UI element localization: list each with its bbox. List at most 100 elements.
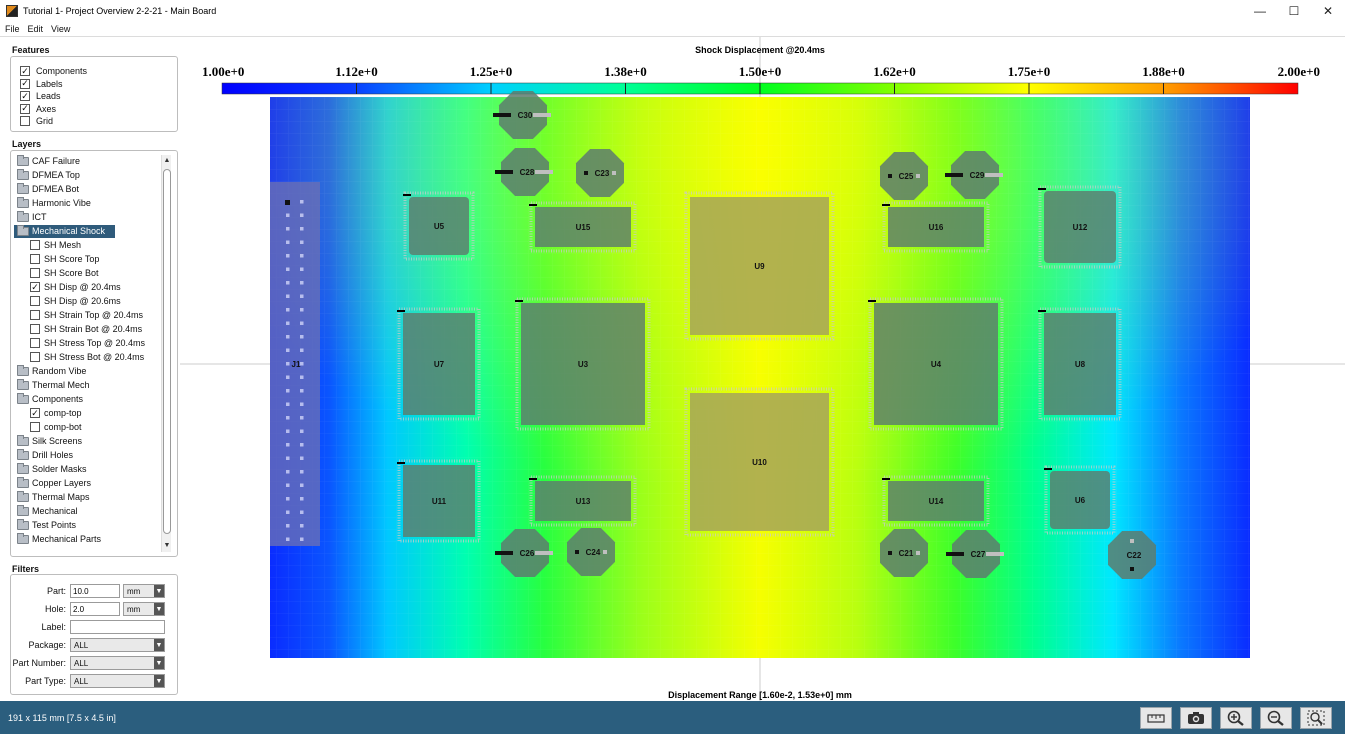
checkbox-icon[interactable] bbox=[30, 324, 40, 334]
layer-item[interactable]: Mechanical bbox=[14, 504, 164, 518]
component-c25[interactable]: C25 bbox=[880, 152, 928, 200]
checkbox-icon[interactable] bbox=[20, 78, 30, 89]
checkbox-icon[interactable] bbox=[30, 422, 40, 432]
layer-item[interactable]: SH Stress Top @ 20.4ms bbox=[14, 336, 164, 350]
layer-item[interactable]: Mechanical Shock bbox=[14, 224, 164, 238]
checkbox-icon[interactable] bbox=[30, 352, 40, 362]
layer-item[interactable]: SH Mesh bbox=[14, 238, 164, 252]
layer-item[interactable]: SH Disp @ 20.4ms bbox=[14, 280, 164, 294]
scroll-thumb[interactable] bbox=[163, 169, 171, 534]
checkbox-icon[interactable] bbox=[30, 268, 40, 278]
checkbox-icon[interactable] bbox=[30, 408, 40, 418]
zoom-in-button[interactable] bbox=[1220, 707, 1252, 729]
checkbox-icon[interactable] bbox=[30, 240, 40, 250]
checkbox-icon[interactable] bbox=[20, 103, 30, 114]
zoom-fit-button[interactable] bbox=[1300, 707, 1332, 729]
checkbox-icon[interactable] bbox=[20, 116, 30, 127]
maximize-button[interactable]: ☐ bbox=[1288, 4, 1300, 18]
component-c23[interactable]: C23 bbox=[576, 149, 624, 197]
checkbox-icon[interactable] bbox=[30, 338, 40, 348]
component-label: C22 bbox=[1127, 551, 1142, 560]
component-c28[interactable]: C28 bbox=[495, 148, 553, 196]
layer-item[interactable]: comp-bot bbox=[14, 420, 164, 434]
component-c29[interactable]: C29 bbox=[945, 151, 1003, 199]
package-select[interactable]: ALL ▼ bbox=[70, 638, 165, 652]
checkbox-icon[interactable] bbox=[30, 254, 40, 264]
layer-item[interactable]: Silk Screens bbox=[14, 434, 164, 448]
component-u5[interactable]: U5 bbox=[403, 191, 475, 261]
screenshot-button[interactable] bbox=[1180, 707, 1212, 729]
component-u13[interactable]: U13 bbox=[529, 475, 637, 527]
component-c27[interactable]: C27 bbox=[946, 530, 1004, 578]
component-u12[interactable]: U12 bbox=[1038, 185, 1122, 269]
component-u11[interactable]: U11 bbox=[397, 459, 481, 543]
component-u14[interactable]: U14 bbox=[882, 475, 990, 527]
component-u7[interactable]: U7 bbox=[397, 307, 481, 421]
layer-item[interactable]: Copper Layers bbox=[14, 476, 164, 490]
checkbox-icon[interactable] bbox=[20, 91, 30, 102]
layer-item[interactable]: CAF Failure bbox=[14, 154, 164, 168]
part-type-select[interactable]: ALL ▼ bbox=[70, 674, 165, 688]
feature-grid[interactable]: Grid bbox=[20, 115, 87, 128]
layer-item[interactable]: DFMEA Top bbox=[14, 168, 164, 182]
menu-edit[interactable]: Edit bbox=[27, 24, 44, 34]
minimize-button[interactable]: — bbox=[1254, 4, 1266, 18]
component-c30[interactable]: C30 bbox=[493, 91, 551, 139]
component-u8[interactable]: U8 bbox=[1038, 307, 1122, 421]
scroll-down-icon[interactable]: ▼ bbox=[163, 542, 171, 549]
component-c24[interactable]: C24 bbox=[567, 528, 615, 576]
scroll-up-icon[interactable]: ▲ bbox=[163, 157, 171, 164]
checkbox-icon[interactable] bbox=[30, 296, 40, 306]
zoom-out-button[interactable] bbox=[1260, 707, 1292, 729]
feature-axes[interactable]: Axes bbox=[20, 103, 87, 116]
layer-item[interactable]: Drill Holes bbox=[14, 448, 164, 462]
layers-scrollbar[interactable]: ▲ ▼ bbox=[161, 155, 171, 552]
layer-item[interactable]: Thermal Maps bbox=[14, 490, 164, 504]
layer-item[interactable]: comp-top bbox=[14, 406, 164, 420]
layer-item[interactable]: Components bbox=[14, 392, 164, 406]
component-u15[interactable]: U15 bbox=[529, 201, 637, 253]
component-c22[interactable]: C22 bbox=[1108, 531, 1156, 579]
checkbox-icon[interactable] bbox=[20, 66, 30, 77]
layer-item[interactable]: Thermal Mech bbox=[14, 378, 164, 392]
part-number-select[interactable]: ALL ▼ bbox=[70, 656, 165, 670]
component-u16[interactable]: U16 bbox=[882, 201, 990, 253]
layer-item[interactable]: SH Disp @ 20.6ms bbox=[14, 294, 164, 308]
layer-item[interactable]: DFMEA Bot bbox=[14, 182, 164, 196]
layer-item[interactable]: Solder Masks bbox=[14, 462, 164, 476]
component-u10[interactable]: U10 bbox=[684, 387, 835, 537]
part-size-input[interactable] bbox=[70, 584, 120, 598]
component-u3[interactable]: U3 bbox=[515, 297, 651, 431]
measure-button[interactable] bbox=[1140, 707, 1172, 729]
hole-unit-select[interactable]: mm ▼ bbox=[123, 602, 165, 616]
layer-item[interactable]: Test Points bbox=[14, 518, 164, 532]
checkbox-icon[interactable] bbox=[30, 282, 40, 292]
menu-file[interactable]: File bbox=[5, 24, 20, 34]
feature-labels[interactable]: Labels bbox=[20, 78, 87, 91]
layer-item[interactable]: Mechanical Parts bbox=[14, 532, 164, 546]
layer-item[interactable]: SH Stress Bot @ 20.4ms bbox=[14, 350, 164, 364]
part-unit-select[interactable]: mm ▼ bbox=[123, 584, 165, 598]
label-filter-input[interactable] bbox=[70, 620, 165, 634]
component-c26[interactable]: C26 bbox=[495, 529, 553, 577]
layer-item[interactable]: Harmonic Vibe bbox=[14, 196, 164, 210]
layer-item[interactable]: SH Score Top bbox=[14, 252, 164, 266]
component-u9[interactable]: U9 bbox=[684, 191, 835, 341]
component-j1[interactable]: J1 bbox=[270, 182, 320, 546]
hole-size-input[interactable] bbox=[70, 602, 120, 616]
feature-components[interactable]: Components bbox=[20, 65, 87, 78]
component-c21[interactable]: C21 bbox=[880, 529, 928, 577]
layer-item[interactable]: ICT bbox=[14, 210, 164, 224]
component-u4[interactable]: U4 bbox=[868, 297, 1004, 431]
checkbox-icon[interactable] bbox=[30, 310, 40, 320]
layer-item[interactable]: SH Strain Top @ 20.4ms bbox=[14, 308, 164, 322]
layer-item[interactable]: SH Strain Bot @ 20.4ms bbox=[14, 322, 164, 336]
close-button[interactable]: ✕ bbox=[1322, 4, 1334, 18]
component-u6[interactable]: U6 bbox=[1044, 465, 1116, 535]
layer-item[interactable]: Random Vibe bbox=[14, 364, 164, 378]
layer-item[interactable]: SH Score Bot bbox=[14, 266, 164, 280]
feature-leads[interactable]: Leads bbox=[20, 90, 87, 103]
menu-view[interactable]: View bbox=[51, 24, 71, 34]
